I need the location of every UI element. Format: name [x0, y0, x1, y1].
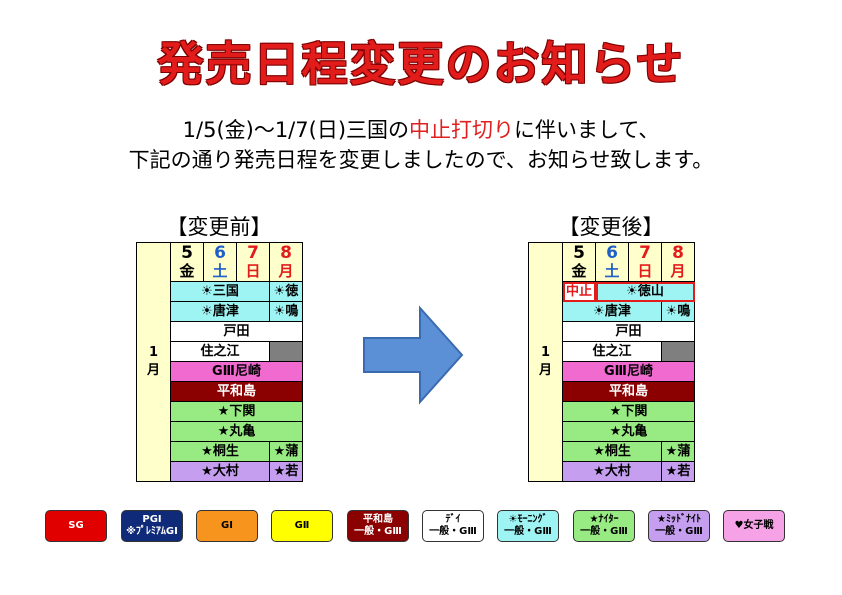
empty-cell	[661, 341, 695, 362]
legend-sublabel: 一般・GⅢ	[580, 526, 628, 537]
legend-item: ☀ﾓｰﾆﾝｸﾞ一般・GⅢ	[497, 510, 559, 542]
legend-item: ★ﾅｲﾀｰ一般・GⅢ	[573, 510, 635, 542]
legend-label: GⅡ	[294, 520, 310, 531]
day-number: 5	[573, 243, 585, 263]
legend-sublabel: ※ﾌﾟﾚﾐｱﾑGⅠ	[126, 526, 178, 537]
race-tokuyama: ☀徳山	[595, 281, 695, 302]
legend-item: 平和島一般・GⅢ	[347, 510, 409, 542]
legend-label: ★ﾐｯﾄﾞﾅｲﾄ	[657, 514, 701, 525]
legend-label: ★ﾅｲﾀｰ	[589, 514, 619, 525]
race-naruto: ☀鳴	[269, 301, 303, 322]
legend-item: GⅡ	[271, 510, 333, 542]
race-toda: 戸田	[562, 321, 695, 342]
legend-label: PGⅠ	[142, 514, 162, 525]
weekday: 日	[245, 262, 261, 280]
month-kanji: 月	[538, 363, 552, 378]
race-marugame: ★丸亀	[170, 421, 303, 442]
day-number: 7	[639, 243, 651, 263]
race-shimonoseki: ★下関	[170, 401, 303, 422]
legend-label: ♥女子戦	[734, 520, 774, 531]
race-gamagori: ★蒲	[661, 441, 695, 462]
weekday: 月	[670, 262, 686, 280]
legend-item: ﾃﾞｲ一般・GⅢ	[422, 510, 484, 542]
race-karatsu: ☀唐津	[562, 301, 662, 322]
legend-sublabel: 一般・GⅢ	[655, 526, 703, 537]
notice-text-a: 1/5(金)～1/7(日)三国の	[182, 118, 410, 142]
race-kiryu: ★桐生	[170, 441, 270, 462]
day-number: 5	[181, 243, 193, 263]
race-naruto: ☀鳴	[661, 301, 695, 322]
race-gamagori: ★蒲	[269, 441, 303, 462]
legend-item: ♥女子戦	[723, 510, 785, 542]
race-suminoe: 住之江	[562, 341, 662, 362]
race-wakamatsu: ★若	[269, 461, 303, 482]
race-tokuyama: ☀徳	[269, 281, 303, 302]
notice-cancel-highlight: 中止打切り	[409, 118, 515, 142]
race-amagasaki: GⅢ尼崎	[562, 361, 695, 382]
weekday: 金	[179, 262, 195, 280]
race-karatsu: ☀唐津	[170, 301, 270, 322]
legend-label: 平和島	[363, 514, 393, 525]
race-heiwajima: 平和島	[562, 381, 695, 402]
cancelled-cell: 中止	[562, 281, 596, 302]
day-number: 8	[280, 243, 292, 263]
legend-label: ☀ﾓｰﾆﾝｸﾞ	[508, 514, 548, 525]
calendar-after-heading: 【変更後】	[558, 215, 664, 239]
weekday: 日	[637, 262, 653, 280]
race-amagasaki: GⅢ尼崎	[170, 361, 303, 382]
race-kiryu: ★桐生	[562, 441, 662, 462]
page-title: 発売日程変更のお知らせ	[157, 37, 685, 91]
day-number: 7	[247, 243, 259, 263]
legend-item: GⅠ	[196, 510, 258, 542]
legend-item: PGⅠ※ﾌﾟﾚﾐｱﾑGⅠ	[121, 510, 183, 542]
legend-item: SG	[45, 510, 107, 542]
race-omura: ★大村	[562, 461, 662, 482]
legend-label: GⅠ	[221, 520, 233, 531]
month-number: 1	[540, 345, 551, 360]
race-heiwajima: 平和島	[170, 381, 303, 402]
race-wakamatsu: ★若	[661, 461, 695, 482]
notice-text-b: に伴いまして、	[514, 118, 660, 142]
empty-cell	[269, 341, 303, 362]
race-toda: 戸田	[170, 321, 303, 342]
notice-line-2: 下記の通り発売日程を変更しましたので、お知らせ致します。	[128, 148, 714, 172]
right-arrow-icon	[363, 305, 464, 405]
weekday: 土	[604, 262, 620, 280]
race-omura: ★大村	[170, 461, 270, 482]
day-number: 6	[214, 243, 226, 263]
month-kanji: 月	[146, 363, 160, 378]
legend-label: ﾃﾞｲ	[445, 514, 461, 525]
race-suminoe: 住之江	[170, 341, 270, 362]
calendar-before-heading: 【変更前】	[166, 215, 272, 239]
race-shimonoseki: ★下関	[562, 401, 695, 422]
legend-item: ★ﾐｯﾄﾞﾅｲﾄ一般・GⅢ	[648, 510, 710, 542]
notice-line-1: 1/5(金)～1/7(日)三国の中止打切りに伴いまして、	[0, 116, 842, 144]
legend-sublabel: 一般・GⅢ	[354, 526, 402, 537]
legend-sublabel: 一般・GⅢ	[504, 526, 552, 537]
month-number: 1	[148, 345, 159, 360]
legend-sublabel: 一般・GⅢ	[429, 526, 477, 537]
race-marugame: ★丸亀	[562, 421, 695, 442]
weekday: 金	[571, 262, 587, 280]
weekday: 月	[278, 262, 294, 280]
legend-label: SG	[68, 520, 84, 531]
weekday: 土	[212, 262, 228, 280]
day-number: 8	[672, 243, 684, 263]
race-mikuni: ☀三国	[170, 281, 270, 302]
day-number: 6	[606, 243, 618, 263]
